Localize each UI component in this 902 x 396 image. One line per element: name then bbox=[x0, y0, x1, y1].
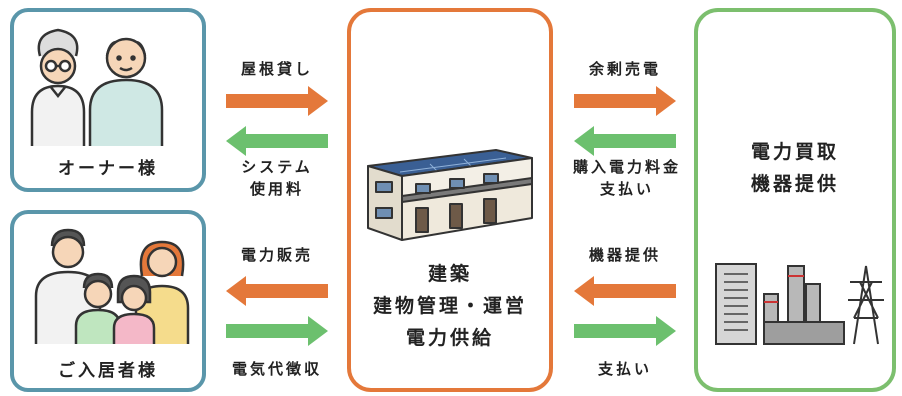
arrow-power-sales bbox=[226, 276, 328, 306]
arrow-purchase-fee bbox=[574, 126, 676, 156]
label-system-fee-2: 使用料 bbox=[249, 180, 304, 198]
provider-line-2: 機器提供 bbox=[750, 173, 839, 195]
label-roof-lease: 屋根貸し bbox=[240, 60, 313, 78]
arrow-surplus-sale bbox=[574, 86, 676, 116]
owner-label: オーナー様 bbox=[58, 159, 158, 179]
provider-line-1: 電力買取 bbox=[750, 141, 839, 163]
resident-box: ご入居者様 bbox=[10, 210, 206, 392]
apartment-building-icon bbox=[367, 149, 533, 241]
owner-box: オーナー様 bbox=[10, 8, 206, 192]
center-box: 建築 建物管理・運営 電力供給 bbox=[347, 8, 553, 392]
elderly-couple-icon bbox=[30, 28, 164, 146]
arrow-system-fee bbox=[226, 126, 328, 156]
arrow-roof-lease bbox=[226, 86, 328, 116]
center-line-3: 電力供給 bbox=[405, 327, 494, 349]
label-payment: 支払い bbox=[597, 360, 652, 378]
label-power-sales: 電力販売 bbox=[240, 246, 313, 264]
arrow-payment bbox=[574, 316, 676, 346]
power-plant-icon bbox=[715, 263, 884, 345]
arrow-equipment-supply bbox=[574, 276, 676, 306]
center-line-1: 建築 bbox=[427, 263, 472, 285]
label-equipment-supply: 機器提供 bbox=[588, 246, 661, 264]
label-surplus-sale: 余剰売電 bbox=[588, 60, 661, 78]
label-electricity-fee: 電気代徴収 bbox=[231, 360, 322, 378]
label-purchase-fee-1: 購入電力料金 bbox=[572, 158, 681, 176]
resident-label: ご入居者様 bbox=[58, 361, 158, 381]
label-system-fee-1: システム bbox=[241, 158, 313, 176]
provider-box: 電力買取 機器提供 bbox=[694, 8, 896, 392]
arrow-electricity-fee bbox=[226, 316, 328, 346]
center-line-2: 建物管理・運営 bbox=[372, 295, 527, 317]
label-purchase-fee-2: 支払い bbox=[599, 180, 654, 198]
family-icon bbox=[34, 228, 190, 344]
